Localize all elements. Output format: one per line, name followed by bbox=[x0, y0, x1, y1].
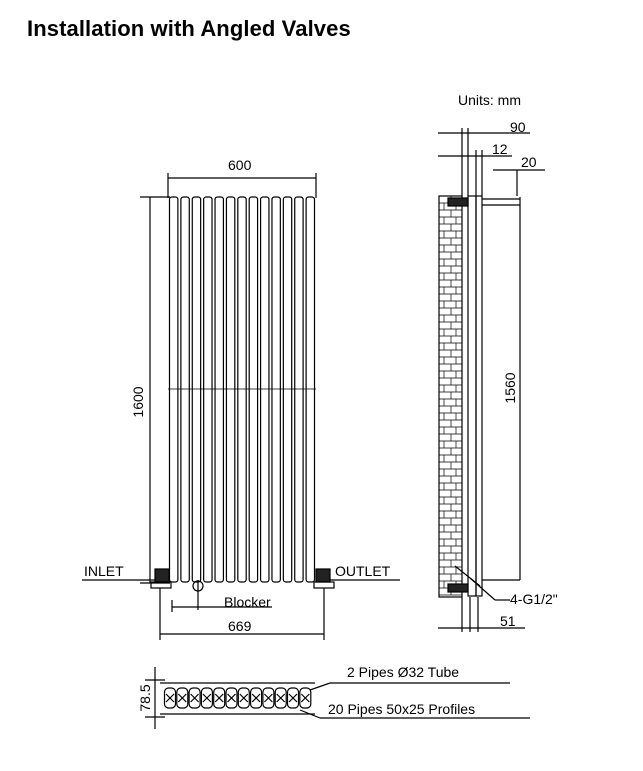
section-hatch bbox=[227, 693, 236, 703]
front-view bbox=[82, 173, 400, 640]
width-label: 600 bbox=[228, 157, 252, 173]
inlet-label: INLET bbox=[84, 563, 124, 579]
section-pipe bbox=[176, 687, 189, 709]
radiator-tube bbox=[203, 196, 213, 583]
overall-width-label: 669 bbox=[228, 618, 252, 634]
radiator-tube bbox=[259, 196, 270, 583]
section-pipe bbox=[274, 687, 287, 709]
dim-12-label: 12 bbox=[492, 141, 508, 157]
dim-1560-label: 1560 bbox=[502, 372, 518, 403]
section-pipe bbox=[225, 687, 238, 709]
units-label: Units: mm bbox=[458, 92, 521, 108]
radiator-tube bbox=[191, 196, 202, 583]
section-hatch bbox=[214, 693, 224, 703]
section-pipe bbox=[262, 687, 275, 709]
section-hatch bbox=[165, 693, 175, 703]
dim-90-label: 90 bbox=[510, 119, 526, 135]
section-hatch bbox=[239, 693, 249, 703]
page-title: Installation with Angled Valves bbox=[27, 16, 351, 41]
section-hatch bbox=[288, 693, 298, 703]
radiator-tube bbox=[214, 196, 225, 583]
bottom-bracket-icon bbox=[447, 565, 520, 601]
side-view bbox=[438, 128, 545, 632]
radiator-tube bbox=[168, 196, 179, 583]
section-hatch bbox=[263, 693, 273, 703]
section-hatch bbox=[276, 693, 286, 703]
section-pipe bbox=[163, 687, 177, 709]
section-pipes bbox=[163, 687, 312, 709]
wall bbox=[438, 195, 463, 598]
section-hatch bbox=[251, 693, 261, 703]
dim-51-label: 51 bbox=[500, 613, 516, 629]
radiator-profile bbox=[467, 195, 477, 597]
pipes-tube-label: 2 Pipes Ø32 Tube bbox=[347, 664, 459, 680]
section-hatch bbox=[190, 693, 200, 703]
radiator-tube bbox=[271, 196, 281, 583]
pipes-profiles-label: 20 Pipes 50x25 Profiles bbox=[328, 701, 475, 717]
radiator-tube bbox=[237, 196, 247, 583]
radiator-tubes bbox=[168, 196, 316, 583]
section-pipe bbox=[286, 687, 300, 709]
section-hatch bbox=[300, 693, 310, 703]
blocker-icon bbox=[192, 580, 204, 610]
top-bracket-icon bbox=[447, 197, 520, 207]
section-pipe bbox=[250, 687, 263, 709]
section-pipe bbox=[188, 687, 201, 709]
radiator-tube bbox=[305, 196, 316, 583]
brick-pattern bbox=[439, 196, 462, 596]
radiator-tube bbox=[225, 196, 236, 583]
radiator-tube bbox=[248, 196, 259, 583]
section-hatch bbox=[202, 693, 212, 703]
radiator-tube bbox=[180, 196, 190, 583]
section-pipe bbox=[237, 687, 250, 709]
section-hatch bbox=[177, 693, 187, 703]
section-pipe bbox=[213, 687, 226, 709]
depth-label: 78.5 bbox=[137, 684, 153, 711]
outlet-label: OUTLET bbox=[335, 563, 391, 579]
radiator-tube bbox=[294, 196, 304, 583]
blocker-label: Blocker bbox=[224, 594, 271, 610]
section-pipe bbox=[200, 687, 213, 709]
inlet-valve-icon bbox=[150, 568, 172, 640]
height-label: 1600 bbox=[130, 386, 146, 417]
dim-20-label: 20 bbox=[521, 154, 537, 170]
thread-label: 4-G1/2" bbox=[510, 591, 558, 607]
outlet-valve-icon bbox=[313, 568, 335, 640]
section-pipe bbox=[299, 687, 312, 709]
radiator-tube bbox=[282, 196, 293, 583]
cross-section bbox=[145, 667, 530, 729]
